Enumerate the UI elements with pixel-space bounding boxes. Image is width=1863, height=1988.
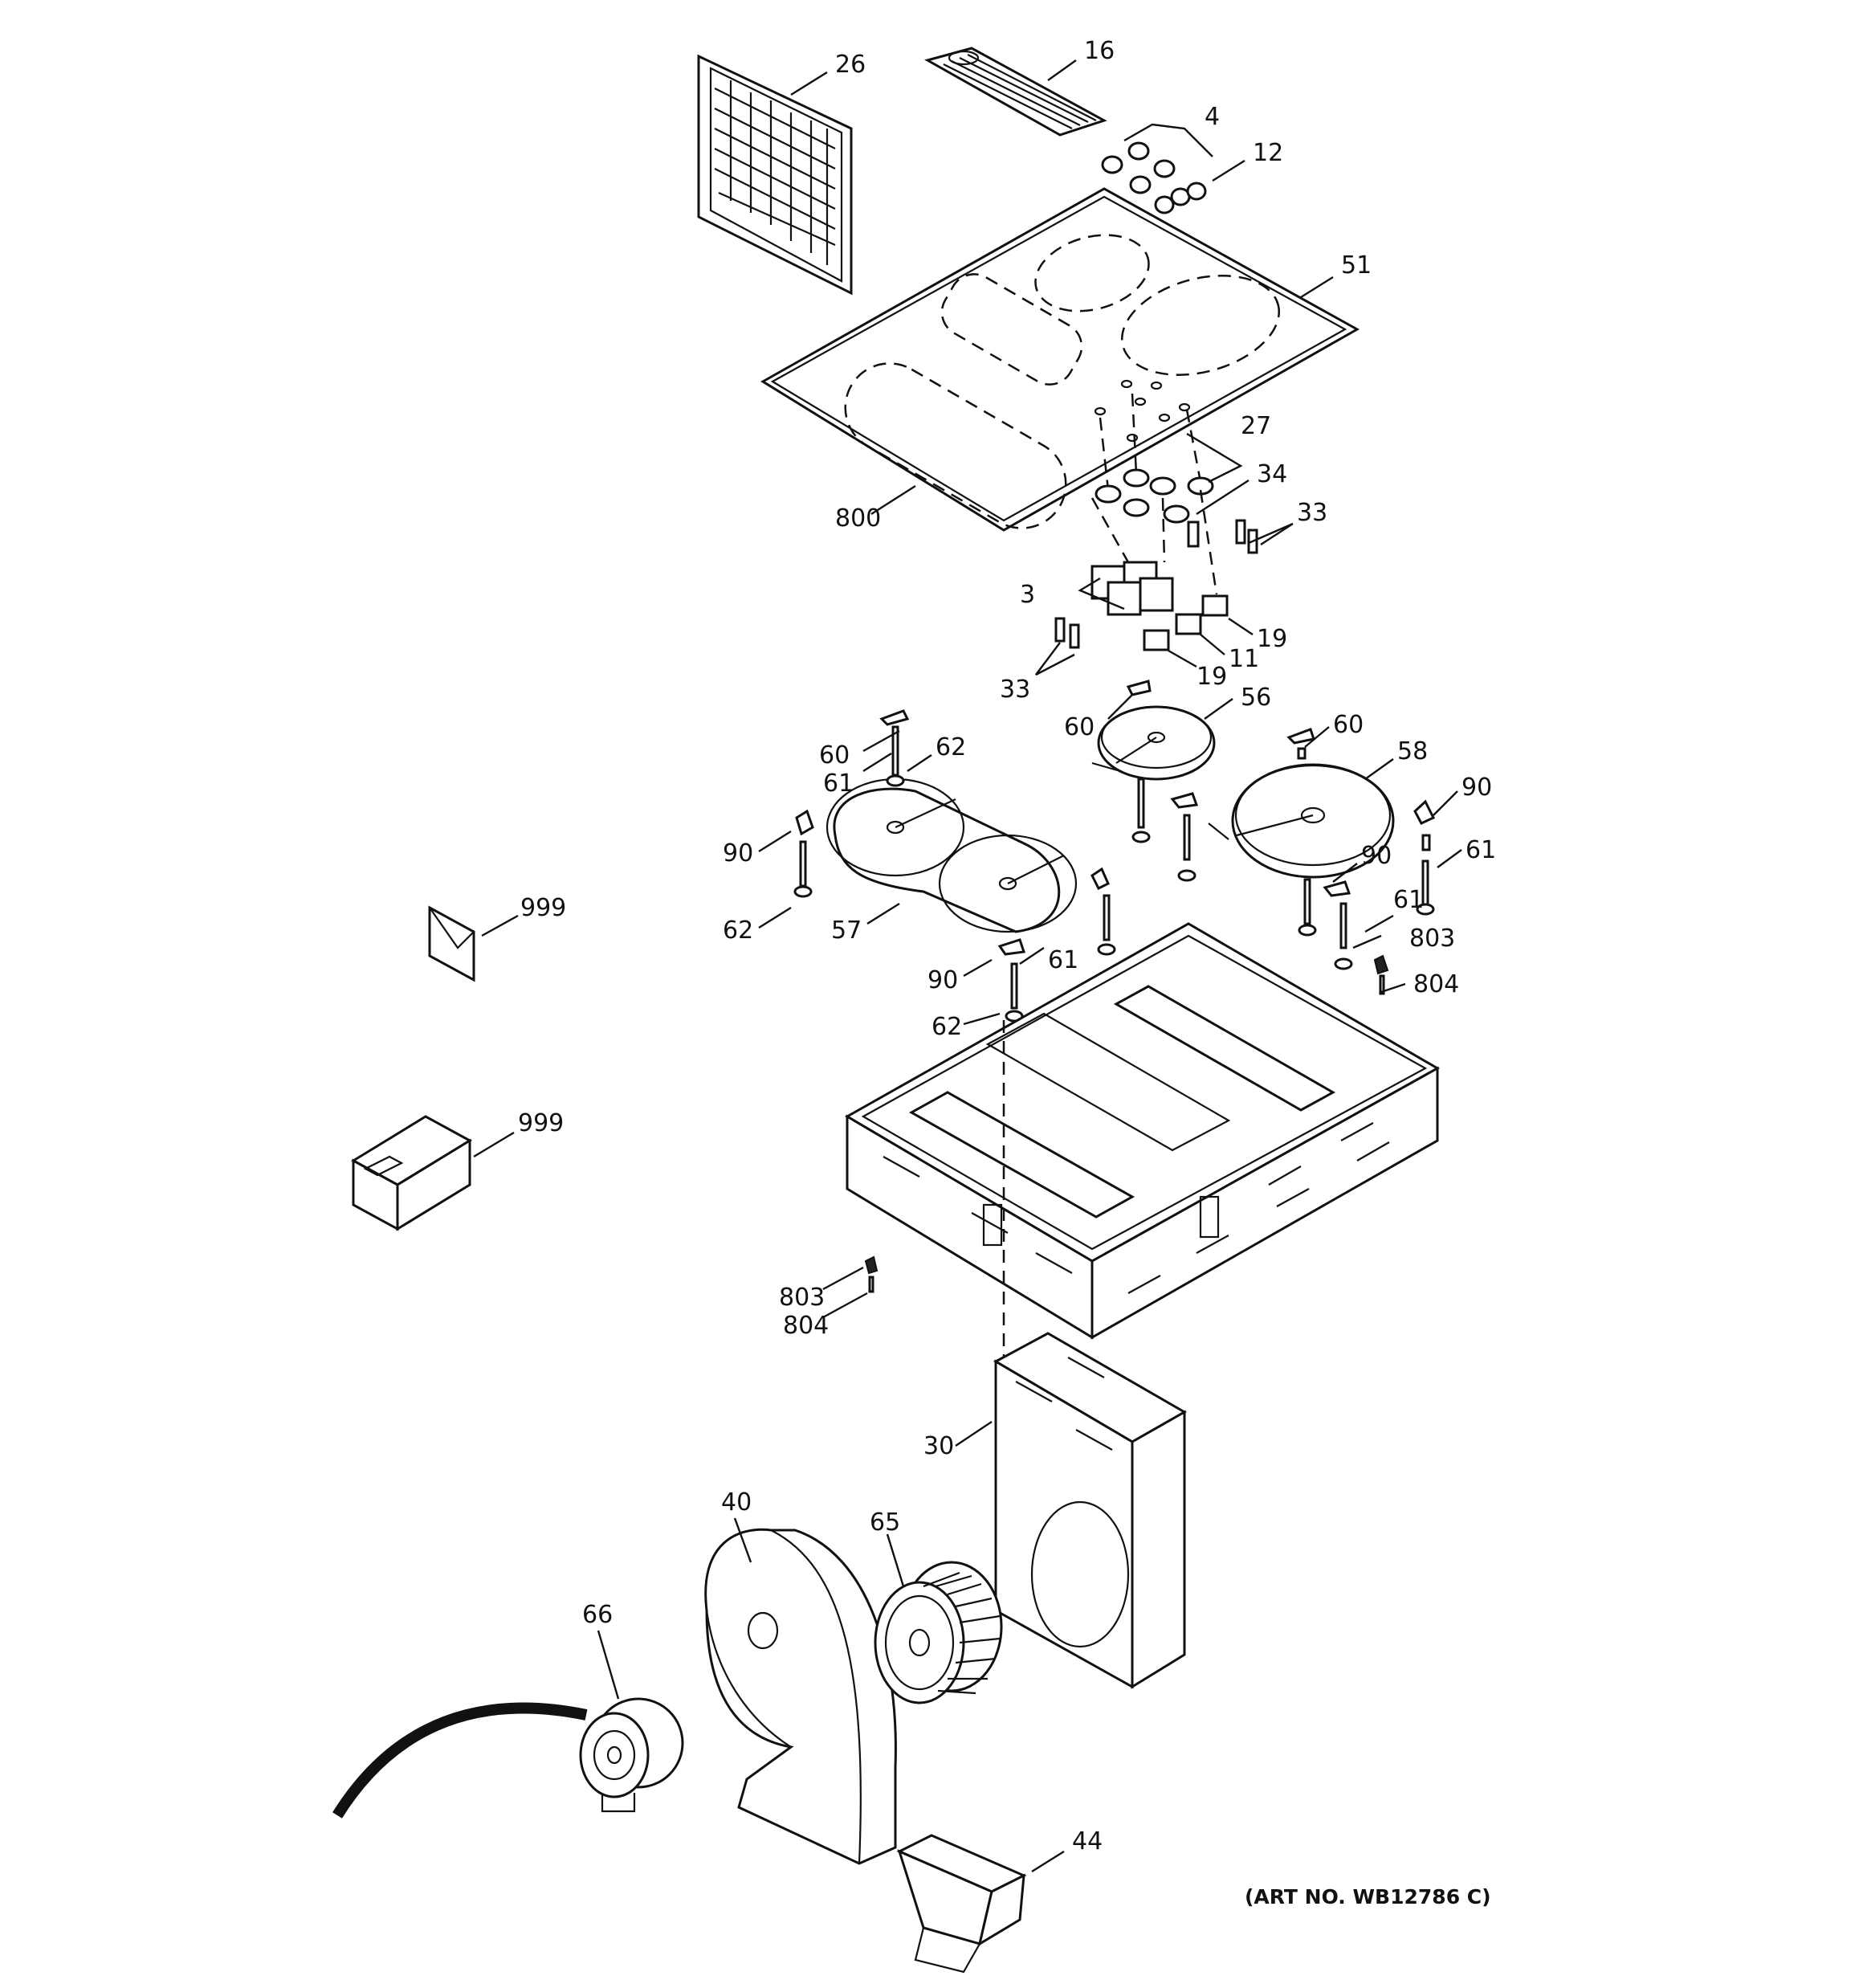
callout-44: 44 [1072, 1827, 1103, 1855]
part-26-sheet [697, 54, 853, 296]
part-51-cooktop-glass [760, 187, 1360, 532]
callout-62-top: 62 [936, 733, 966, 761]
callout-30: 30 [923, 1432, 954, 1460]
part-90-bracket-a [793, 809, 814, 898]
part-27-bezels [1095, 393, 1214, 524]
part-90-bracket-d [1298, 878, 1353, 970]
callout-90-bottom: 90 [927, 966, 958, 994]
callout-804-lower: 804 [783, 1312, 829, 1340]
callout-62-bottom: 62 [932, 1013, 962, 1041]
part-90-bracket-f [997, 938, 1025, 1023]
callout-26: 26 [835, 51, 866, 79]
callout-60-mid: 60 [1064, 713, 1095, 741]
part-34-actuator [1187, 520, 1200, 548]
part-33-clips-upper [1235, 519, 1258, 554]
callout-33-lower: 33 [1000, 676, 1030, 704]
callout-40: 40 [721, 1488, 752, 1517]
callout-62-left: 62 [723, 916, 753, 945]
part-90-bracket-c [1413, 799, 1436, 916]
callout-65: 65 [870, 1508, 900, 1537]
part-44-transition [896, 1834, 1027, 1974]
part-4-knobs [1101, 141, 1176, 194]
callout-19-left: 19 [1196, 663, 1227, 691]
callout-34: 34 [1257, 460, 1287, 488]
callout-labels: 26 16 4 12 51 27 800 34 33 3 19 11 19 33… [518, 37, 1496, 1908]
leader-lines [473, 59, 1462, 1873]
part-11-switch [1175, 613, 1202, 635]
callout-61-bottom: 61 [1048, 946, 1078, 974]
callout-3: 3 [1020, 581, 1035, 609]
part-30-duct [993, 1332, 1188, 1689]
callout-61-top: 61 [823, 769, 854, 798]
part-56-element-small [1091, 705, 1216, 781]
callout-61-mid: 61 [1393, 886, 1424, 914]
part-60-bracket-mid [1126, 680, 1152, 843]
part-40-blower-housing [704, 1528, 897, 1865]
callout-800: 800 [835, 504, 881, 533]
callout-90-right: 90 [1461, 774, 1492, 802]
part-803-clip-lower [864, 1255, 879, 1293]
callout-27: 27 [1241, 412, 1271, 440]
part-999-box [351, 1115, 472, 1231]
callout-4: 4 [1205, 103, 1220, 131]
part-65-blower-wheel [874, 1561, 1003, 1704]
callout-11: 11 [1229, 645, 1259, 673]
callout-56: 56 [1241, 684, 1271, 712]
part-803-clip-right [1373, 954, 1389, 995]
part-19-switch-left [1143, 629, 1170, 651]
callout-999-box: 999 [518, 1109, 564, 1137]
callout-16: 16 [1084, 37, 1115, 65]
art-number: (ART NO. WB12786 C) [1245, 1885, 1491, 1908]
part-60-bracket-left [879, 709, 910, 787]
part-housing-box [845, 922, 1441, 1357]
callout-57: 57 [831, 916, 862, 945]
callout-90-mid: 90 [1361, 842, 1392, 870]
callout-90-left: 90 [723, 839, 753, 867]
callout-61-right: 61 [1466, 836, 1496, 864]
callout-33-upper: 33 [1297, 499, 1327, 527]
callout-60-right: 60 [1333, 711, 1364, 739]
part-66-motor [332, 1697, 684, 1819]
callout-804-right: 804 [1413, 970, 1459, 998]
part-999-envelope [428, 905, 475, 982]
callout-51: 51 [1341, 251, 1372, 280]
part-90-bracket-e [1090, 867, 1116, 956]
callout-58: 58 [1397, 737, 1428, 765]
part-57-bridge-element [826, 778, 1078, 933]
callout-803-right: 803 [1409, 925, 1455, 953]
callout-12: 12 [1253, 139, 1283, 167]
callout-803-lower: 803 [779, 1284, 825, 1312]
callout-999-envelope: 999 [520, 894, 566, 922]
part-19-switch-right [1199, 489, 1229, 617]
part-58-element-large [1208, 763, 1395, 879]
callout-19-right: 19 [1257, 625, 1287, 653]
part-12-knobs [1154, 182, 1207, 214]
part-16-grate [924, 47, 1107, 137]
part-90-bracket-b [1170, 792, 1199, 882]
part-3-switches [1090, 497, 1174, 616]
part-33-clips-lower [1054, 617, 1080, 649]
callout-66: 66 [582, 1601, 613, 1629]
callout-60-left: 60 [819, 741, 850, 769]
